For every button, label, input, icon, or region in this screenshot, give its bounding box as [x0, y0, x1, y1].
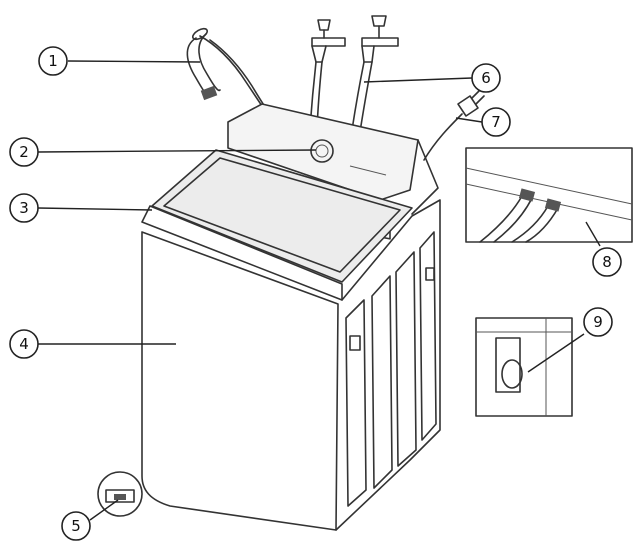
callout-8: 8 [592, 247, 622, 277]
callout-7: 7 [481, 107, 511, 137]
callout-1-label: 1 [48, 52, 58, 70]
switch-inset [475, 317, 573, 417]
callout-5-label: 5 [71, 517, 81, 535]
callout-4-label: 4 [19, 335, 29, 353]
drain-hose [186, 27, 271, 119]
callout-4: 4 [9, 329, 39, 359]
callout-8-label: 8 [602, 253, 612, 271]
washing-machine-body [141, 103, 441, 531]
water-taps-and-hoses [309, 15, 399, 133]
callout-1: 1 [38, 46, 68, 76]
callout-3: 3 [9, 193, 39, 223]
power-plug [423, 89, 485, 161]
callout-2-label: 2 [19, 143, 29, 161]
callout-5: 5 [61, 511, 91, 541]
callout-9-label: 9 [593, 313, 603, 331]
drain-filter [97, 471, 143, 517]
callout-2: 2 [9, 137, 39, 167]
callout-3-label: 3 [19, 199, 29, 217]
callout-6: 6 [471, 63, 501, 93]
callout-9: 9 [583, 307, 613, 337]
callout-7-label: 7 [491, 113, 501, 131]
callout-6-label: 6 [481, 69, 491, 87]
leader-lines [37, 60, 601, 521]
inlet-valve-inset [465, 147, 633, 243]
